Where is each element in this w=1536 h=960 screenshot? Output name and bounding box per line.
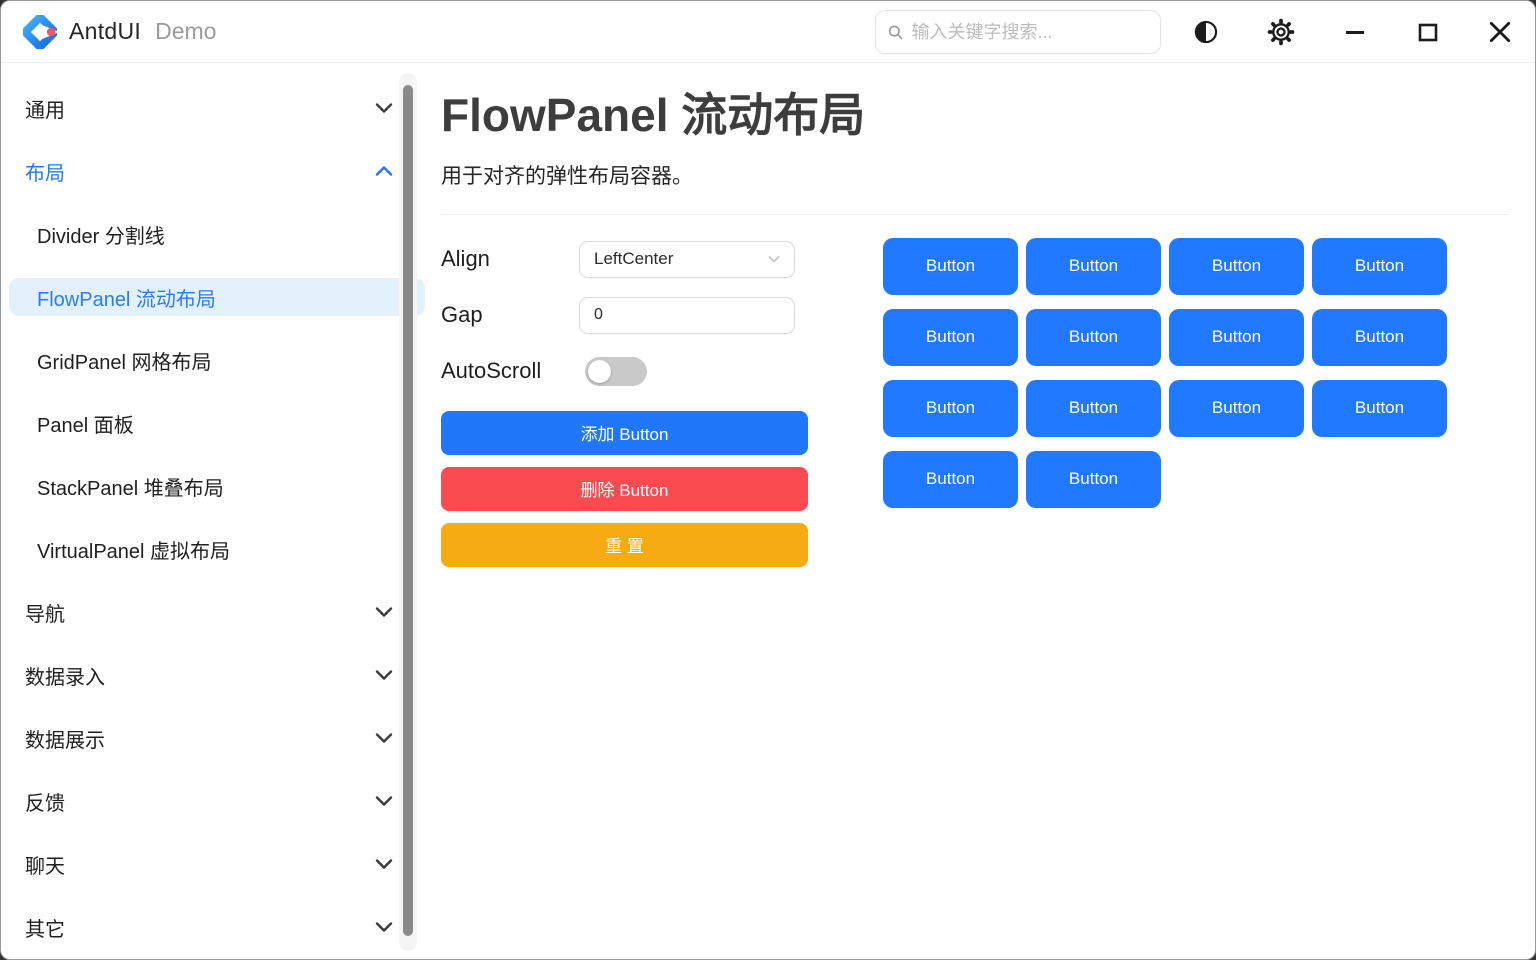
chevron-down-icon <box>768 256 780 263</box>
main-content: FlowPanel 流动布局 用于对齐的弹性布局容器。 Align LeftCe… <box>421 63 1535 959</box>
sidebar-item-label: FlowPanel 流动布局 <box>37 288 216 311</box>
sidebar-item-navigation[interactable]: 导航 <box>9 593 425 631</box>
titlebar-right <box>875 1 1535 63</box>
chevron-down-icon <box>375 670 393 680</box>
sidebar-item-data-display[interactable]: 数据展示 <box>9 719 425 757</box>
sidebar-item-flowpanel[interactable]: FlowPanel 流动布局 <box>9 278 425 316</box>
sidebar-item-label: Panel 面板 <box>37 414 134 437</box>
autoscroll-row: AutoScroll <box>441 353 808 390</box>
chevron-down-icon <box>375 103 393 113</box>
minimize-button[interactable] <box>1340 17 1370 47</box>
sidebar-item-label: 数据展示 <box>25 729 105 752</box>
brand: AntdUI Demo <box>23 14 217 49</box>
gear-icon <box>1267 18 1295 46</box>
app-title: AntdUI <box>69 18 142 44</box>
sidebar-scrollbar-thumb[interactable] <box>403 85 413 936</box>
header-divider <box>441 213 1509 215</box>
align-row: Align LeftCenter <box>441 240 808 278</box>
gap-input-box <box>579 296 795 334</box>
align-select[interactable]: LeftCenter <box>579 240 795 278</box>
close-button[interactable] <box>1485 17 1515 47</box>
chevron-up-icon <box>375 166 393 176</box>
gap-input[interactable] <box>594 306 782 324</box>
add-button-button[interactable]: 添加 Button <box>441 410 808 455</box>
demo-button[interactable]: Button <box>1169 379 1304 437</box>
sidebar-item-general[interactable]: 通用 <box>9 89 425 127</box>
demo-button[interactable]: Button <box>1312 308 1447 366</box>
theme-toggle-button[interactable] <box>1191 17 1221 47</box>
demo-button[interactable]: Button <box>883 237 1018 295</box>
sidebar-item-stackpanel[interactable]: StackPanel 堆叠布局 <box>9 467 425 505</box>
chevron-down-icon <box>375 607 393 617</box>
demo-button[interactable]: Button <box>1312 237 1447 295</box>
sidebar-item-label: GridPanel 网格布局 <box>37 351 212 374</box>
remove-button-button[interactable]: 删除 Button <box>441 466 808 511</box>
demo-button[interactable]: Button <box>1026 379 1161 437</box>
sidebar-item-divider[interactable]: Divider 分割线 <box>9 215 425 253</box>
maximize-button[interactable] <box>1413 17 1443 47</box>
search-box[interactable] <box>875 10 1161 54</box>
demo-button[interactable]: Button <box>1312 379 1447 437</box>
demo-button[interactable]: Button <box>883 308 1018 366</box>
sidebar-item-feedback[interactable]: 反馈 <box>9 782 425 820</box>
app-subtitle: Demo <box>155 18 217 44</box>
sidebar-item-chat[interactable]: 聊天 <box>9 845 425 883</box>
sidebar-item-gridpanel[interactable]: GridPanel 网格布局 <box>9 341 425 379</box>
sidebar-item-label: 反馈 <box>25 792 65 815</box>
page-title: FlowPanel 流动布局 <box>441 89 866 141</box>
demo-button[interactable]: Button <box>1169 237 1304 295</box>
chevron-down-icon <box>375 859 393 869</box>
controls-column: Align LeftCenter Gap <box>441 240 808 579</box>
antdui-logo-icon <box>23 14 57 49</box>
sidebar-item-label: VirtualPanel 虚拟布局 <box>37 540 231 563</box>
maximize-icon <box>1418 23 1438 42</box>
sidebar-item-label: 导航 <box>25 603 65 626</box>
demo-button[interactable]: Button <box>883 450 1018 508</box>
sidebar: 通用 布局 Divider 分割线 FlowPanel 流动布局 GridPanel… <box>1 63 425 959</box>
search-input[interactable] <box>911 21 1148 43</box>
sidebar-scrollbar-track[interactable] <box>399 73 417 951</box>
minimize-icon <box>1346 31 1364 34</box>
gap-row: Gap <box>441 296 808 334</box>
search-icon <box>888 25 903 39</box>
sidebar-item-virtualpanel[interactable]: VirtualPanel 虚拟布局 <box>9 530 425 568</box>
align-label: Align <box>441 246 490 271</box>
close-icon <box>1489 21 1511 43</box>
sidebar-item-label: 聊天 <box>25 855 65 878</box>
sidebar-item-data-entry[interactable]: 数据录入 <box>9 656 425 694</box>
align-select-value: LeftCenter <box>594 249 674 268</box>
theme-contrast-icon <box>1194 20 1218 44</box>
toggle-knob <box>588 359 611 383</box>
chevron-down-icon <box>375 922 393 932</box>
demo-button[interactable]: Button <box>883 379 1018 437</box>
autoscroll-toggle[interactable] <box>585 356 647 386</box>
titlebar: AntdUI Demo <box>1 1 1535 63</box>
sidebar-item-label: 通用 <box>25 99 65 122</box>
chevron-down-icon <box>375 796 393 806</box>
demo-area: Align LeftCenter Gap <box>441 237 1509 579</box>
page-description: 用于对齐的弹性布局容器。 <box>441 164 693 188</box>
gap-label: Gap <box>441 302 483 327</box>
settings-button[interactable] <box>1266 17 1296 47</box>
sidebar-item-label: Divider 分割线 <box>37 225 165 248</box>
demo-button[interactable]: Button <box>1026 450 1161 508</box>
chevron-down-icon <box>375 733 393 743</box>
sidebar-item-label: 其它 <box>25 918 65 941</box>
demo-button[interactable]: Button <box>1169 308 1304 366</box>
sidebar-item-other[interactable]: 其它 <box>9 908 425 946</box>
sidebar-item-layout[interactable]: 布局 <box>9 152 425 190</box>
sidebar-item-label: StackPanel 堆叠布局 <box>37 477 224 500</box>
sidebar-item-label: 数据录入 <box>25 666 105 689</box>
autoscroll-label: AutoScroll <box>441 358 542 383</box>
reset-button[interactable]: 重 置 <box>441 522 808 567</box>
demo-button[interactable]: Button <box>1026 237 1161 295</box>
sidebar-item-label: 布局 <box>25 162 65 185</box>
demo-button[interactable]: Button <box>1026 308 1161 366</box>
sidebar-item-panel[interactable]: Panel 面板 <box>9 404 425 442</box>
body: 通用 布局 Divider 分割线 FlowPanel 流动布局 GridPanel… <box>1 63 1535 959</box>
